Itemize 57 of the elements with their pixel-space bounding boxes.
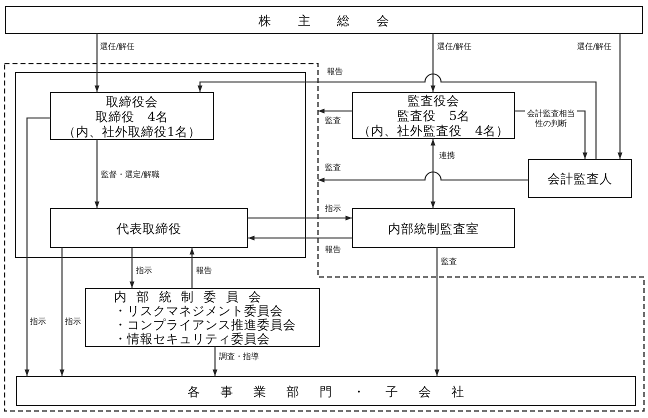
arrow <box>94 34 100 92</box>
arrow <box>248 236 352 240</box>
arrow <box>515 110 588 159</box>
box-title: 代表取締役 <box>116 220 182 236</box>
arrow <box>318 171 528 182</box>
arrow <box>430 139 436 208</box>
edge-label: 指示 <box>29 317 47 327</box>
org-box <box>352 92 515 139</box>
box-title: 取締役会 <box>106 94 158 108</box>
arrow <box>248 216 352 220</box>
box-text: ・リスクマネジメント委員会 <box>114 304 283 318</box>
edge-label: 監督・選定/解職 <box>100 170 161 180</box>
edge-label: 報告 <box>326 67 344 77</box>
box-title: 株主総会 <box>258 12 416 28</box>
arrow <box>60 248 64 376</box>
arrow <box>24 117 50 376</box>
edge-label: 会計監査相当性の判断 <box>525 109 577 129</box>
edge-label: 選任/解任 <box>436 42 473 52</box>
box-title: 内部統制委員会 <box>114 290 271 304</box>
arrow <box>198 74 597 159</box>
edge-label: 調査・指導 <box>218 352 260 362</box>
box-text: （内、社外取締役1名） <box>63 124 201 138</box>
org-box <box>50 208 248 248</box>
box-text: ・コンプライアンス推進委員会 <box>114 318 296 332</box>
arrow <box>130 248 134 288</box>
box-text: （内、社外監査役 4名） <box>358 123 509 138</box>
arrow <box>430 34 436 92</box>
edge-label: 連携 <box>438 151 456 161</box>
edge-label: 監査 <box>324 116 342 126</box>
box-text: 監査役 5名 <box>397 108 470 123</box>
edge-label: 指示 <box>135 266 153 276</box>
org-box <box>5 6 643 34</box>
box-title: 内部統制監査室 <box>388 220 479 236</box>
edge-label: 報告 <box>195 266 213 276</box>
box-title: 会計監査人 <box>548 171 612 186</box>
box-text: 取締役 4名 <box>96 108 168 124</box>
org-box <box>50 92 214 140</box>
arrow <box>212 347 218 376</box>
org-box <box>85 288 320 347</box>
org-box <box>352 208 515 248</box>
org-box <box>528 159 632 198</box>
edge-label: 選任/解任 <box>99 42 136 52</box>
arrow <box>190 248 194 288</box>
edge-label: 監査 <box>324 163 342 173</box>
box-title: 各事業部門・子会社 <box>188 384 484 398</box>
edge-label: 報告 <box>324 245 342 255</box>
edge-label: 指示 <box>324 204 342 214</box>
box-title: 監査役会 <box>408 93 460 108</box>
edge-label: 選任/解任 <box>576 42 613 52</box>
arrow <box>618 34 622 159</box>
org-box <box>16 376 636 406</box>
arrow <box>94 140 100 208</box>
arrow <box>434 248 440 376</box>
edge-label: 監査 <box>440 257 458 267</box>
arrow <box>318 108 352 114</box>
box-text: ・情報セキュリティ委員会 <box>114 332 270 346</box>
edge-label: 指示 <box>64 317 82 327</box>
